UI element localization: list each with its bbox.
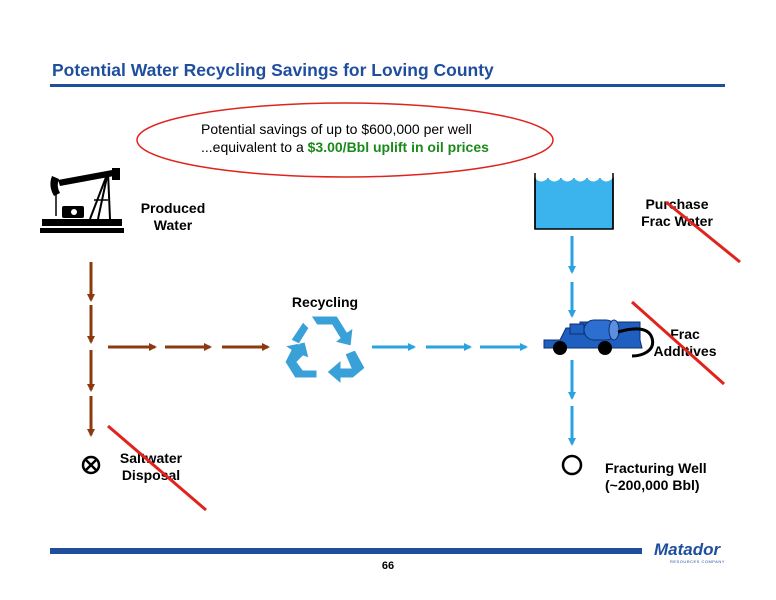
saltwater-disposal-label: Saltwater Disposal [106,450,196,484]
callout-highlight: $3.00/Bbl uplift in oil prices [307,139,489,155]
savings-callout-ellipse [136,102,554,178]
tanker-truck-icon [543,319,655,358]
fracturing-well-line-1: Fracturing Well [605,460,707,476]
callout-line-2-prefix: ...equivalent to a [201,139,308,155]
matador-logo: Matador [654,540,721,559]
fracturing-well-line-2: (~200,000 Bbl) [605,477,700,493]
frac-additives-strike [631,300,725,386]
recycle-icon [283,315,366,386]
circle-x-icon [81,455,101,475]
circle-icon [561,454,583,476]
frac-additives-line-1: Frac [670,326,700,342]
callout-line-1: Potential savings of up to $600,000 per … [201,121,472,137]
produced-water-line-2: Water [153,217,193,233]
produced-water-label: Produced Water [128,200,218,234]
oil-pump-jack-icon [40,168,124,233]
produced-water-line-1: Produced [140,200,206,216]
footer-rule [50,548,642,554]
callout-line-2: ...equivalent to a $3.00/Bbl uplift in o… [201,139,489,155]
fracturing-well-label: Fracturing Well (~200,000 Bbl) [605,460,707,494]
matador-logo-tagline: RESOURCES COMPANY [670,559,725,564]
purchase-frac-water-line-1: Purchase [645,196,709,212]
slide-title: Potential Water Recycling Savings for Lo… [52,60,494,80]
title-underline [50,84,725,87]
water-tank-icon [534,173,614,230]
saltwater-disposal-strike [107,424,207,512]
page-number: 66 [381,560,395,572]
saltwater-disposal-line-1: Saltwater [119,450,183,466]
purchase-frac-water-strike [665,200,741,264]
saltwater-disposal-line-2: Disposal [121,467,181,483]
recycling-label: Recycling [291,294,359,310]
